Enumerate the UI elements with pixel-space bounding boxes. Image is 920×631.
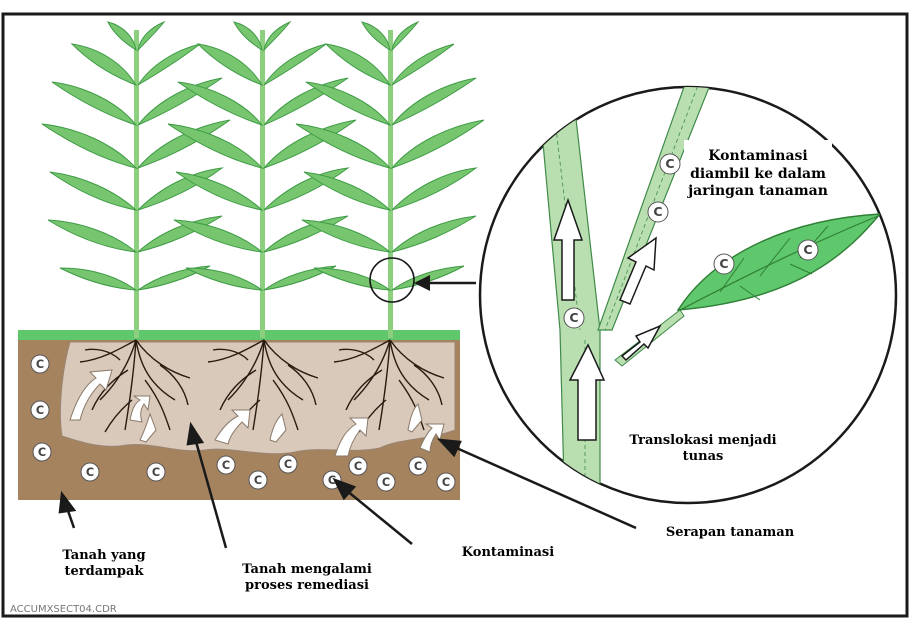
magnify-arrow [414,275,476,291]
diagram-frame [1,12,909,618]
contaminant-marker: C [216,455,236,475]
contaminant-marker: C [436,472,456,492]
contaminant-marker: C [408,456,428,476]
svg-text:C: C [569,310,578,325]
contaminant-marker: C [80,462,100,482]
svg-text:C: C [152,466,160,479]
svg-text:C: C [328,474,336,487]
svg-text:C: C [414,460,422,473]
grass-strip [18,330,460,340]
svg-text:C: C [284,458,292,471]
svg-text:C: C [442,476,450,489]
svg-text:C: C [803,242,812,257]
file-name-label: ACCUMXSECT04.CDR [10,604,117,615]
soil-contaminants: C C C C C C C C C C C C C [30,354,456,492]
contaminant-marker: C [248,470,268,490]
contaminant-marker: C [647,201,669,223]
plants [41,20,485,339]
svg-text:C: C [719,256,728,271]
svg-text:C: C [382,476,390,489]
label-pointers [58,421,637,549]
contaminant-marker: C [278,454,298,474]
zoom-circle: C C C C C [478,85,898,505]
contaminant-marker: C [348,456,368,476]
contaminant-marker: C [797,239,819,261]
svg-text:C: C [222,459,230,472]
label-translocation: Translokasi menjadi tunas [629,433,777,465]
contaminant-marker: C [30,400,50,420]
label-remediated-soil: Tanah mengalami proses remediasi [242,562,372,594]
svg-text:C: C [653,204,662,219]
label-affected-soil: Tanah yang terdampak [62,548,146,580]
contaminant-marker: C [659,153,681,175]
svg-text:C: C [36,358,44,371]
contaminant-marker: C [32,442,52,462]
svg-text:C: C [86,466,94,479]
label-taken-into-tissue: Kontaminasi diambil ke dalam jaringan ta… [688,148,828,199]
contaminant-marker: C [30,354,50,374]
contaminant-marker: C [376,472,396,492]
svg-text:C: C [36,404,44,417]
label-contamination: Kontaminasi [461,545,555,560]
contaminant-marker: C [563,307,585,329]
svg-text:C: C [254,474,262,487]
magnifier-circle [369,257,415,303]
svg-text:C: C [38,446,46,459]
svg-text:C: C [354,460,362,473]
label-plant-uptake: Serapan tanaman [665,525,795,540]
contaminant-marker: C [146,462,166,482]
uptake-arrows [69,369,445,457]
contaminant-marker: C [713,253,735,275]
svg-text:C: C [665,156,674,171]
